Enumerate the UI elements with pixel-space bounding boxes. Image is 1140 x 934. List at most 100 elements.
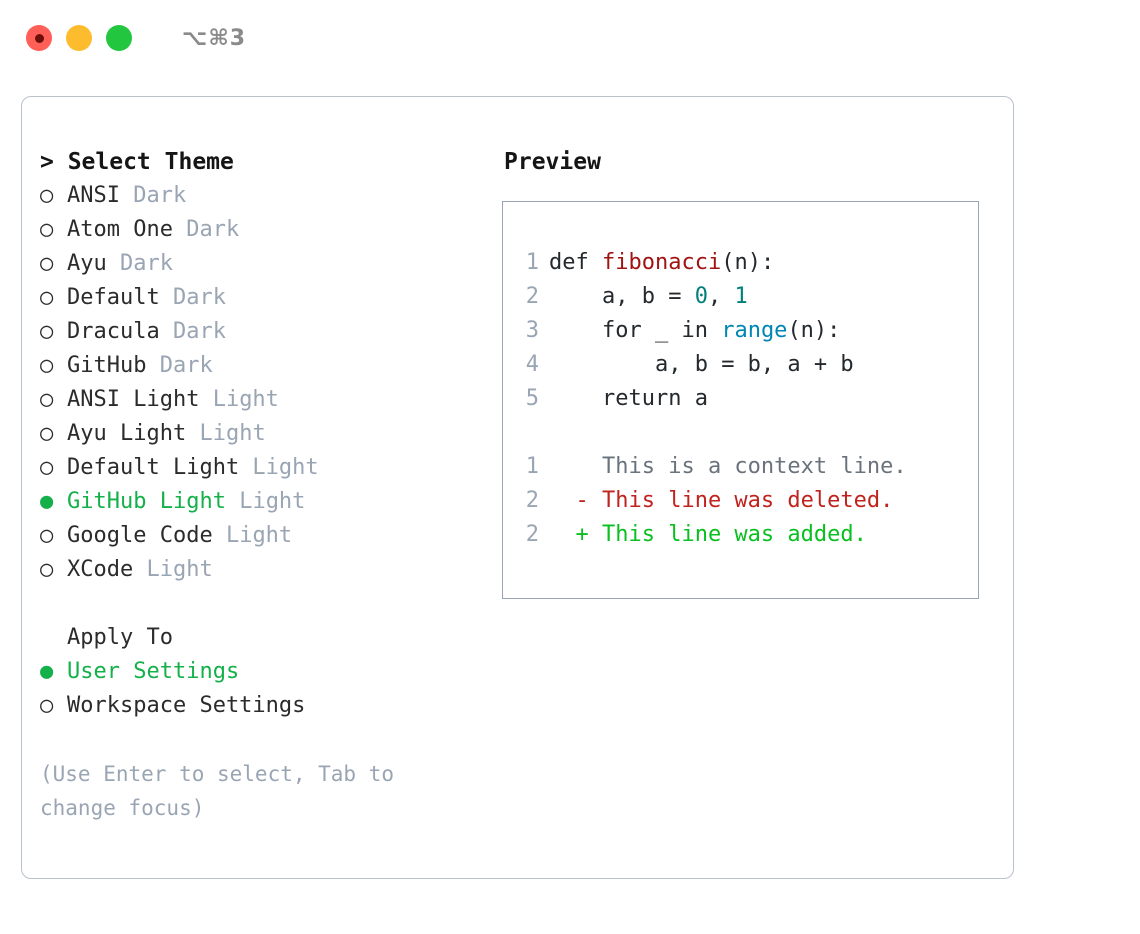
theme-option-row[interactable]: ○ ANSI Dark: [40, 179, 502, 213]
theme-variant-badge: Light: [186, 421, 266, 446]
code-token: a, b = b, a + b: [654, 352, 854, 377]
line-number: 2: [525, 488, 539, 513]
theme-option-row[interactable]: ○GitHub Dark: [40, 349, 502, 383]
maximize-window-icon[interactable]: [106, 25, 132, 51]
line-number: 5: [525, 386, 539, 411]
radio-unselected-icon[interactable]: ○: [40, 693, 54, 718]
theme-variant-badge: Dark: [106, 251, 173, 276]
radio-unselected-icon[interactable]: ○: [40, 217, 54, 242]
theme-option-label: Dracula: [67, 319, 160, 344]
keyboard-hint-text: (Use Enter to select, Tab to change focu…: [40, 762, 395, 820]
line-number: 1: [525, 454, 539, 479]
code-token: (n):: [787, 318, 841, 343]
theme-option-label: Default Light: [67, 455, 240, 480]
theme-variant-badge: Light: [239, 455, 319, 480]
diff-sign: +: [549, 522, 602, 547]
code-line: 5 return a: [503, 382, 978, 416]
theme-option-row[interactable]: ○ Dracula Dark: [40, 315, 502, 349]
theme-variant-badge: Dark: [159, 319, 226, 344]
diff-text: This is a context line.: [601, 454, 907, 479]
theme-variant-badge: Dark: [146, 353, 213, 378]
radio-unselected-icon[interactable]: ○: [40, 183, 54, 208]
theme-variant-badge: Dark: [119, 183, 187, 208]
minimize-window-icon[interactable]: [66, 25, 92, 51]
code-token: 1: [734, 284, 748, 309]
theme-option-row[interactable]: ● GitHub Light Light: [40, 485, 502, 519]
line-number: 2: [525, 522, 539, 547]
line-number: 1: [525, 250, 539, 275]
theme-option-label: ANSI Light: [67, 387, 200, 412]
code-token: return a: [601, 386, 708, 411]
line-number: 2: [525, 284, 539, 309]
theme-variant-badge: Dark: [159, 285, 226, 310]
diff-sign: -: [549, 488, 602, 513]
radio-selected-icon[interactable]: ●: [40, 489, 54, 514]
theme-variant-badge: Light: [225, 489, 306, 514]
code-indent: [549, 352, 655, 377]
traffic-lights: [26, 25, 132, 51]
theme-option-label: XCode: [67, 557, 134, 582]
apply-to-option-label: Workspace Settings: [67, 693, 306, 718]
radio-unselected-icon[interactable]: ○: [40, 353, 54, 378]
theme-option-list[interactable]: ○ ANSI Dark ○ Atom One Dark ○ Ayu Dark ○ Defaul…: [40, 179, 502, 587]
code-token: (n):: [721, 250, 775, 275]
code-indent: [549, 284, 602, 309]
diff-text: This line was deleted.: [601, 488, 894, 513]
code-token: for _ in: [601, 318, 722, 343]
select-theme-heading: > Select Theme: [40, 149, 234, 175]
radio-unselected-icon[interactable]: ○: [40, 523, 54, 548]
apply-to-option-label: User Settings: [67, 659, 240, 684]
radio-unselected-icon[interactable]: ○: [40, 387, 54, 412]
code-indent: [549, 318, 602, 343]
theme-variant-badge: Dark: [172, 217, 240, 242]
theme-option-label: Ayu: [67, 251, 107, 276]
diff-text: This line was added.: [601, 522, 867, 547]
line-number: 4: [525, 352, 539, 377]
radio-unselected-icon[interactable]: ○: [40, 319, 54, 344]
theme-variant-badge: Light: [133, 557, 213, 582]
radio-unselected-icon[interactable]: ○: [40, 285, 54, 310]
code-token: ,: [707, 284, 735, 309]
theme-option-row[interactable]: ○ ANSI Light Light: [40, 383, 502, 417]
theme-option-row[interactable]: ○ Default Dark: [40, 281, 502, 315]
code-token: fibonacci: [601, 250, 722, 275]
theme-option-row[interactable]: ○ XCode Light: [40, 553, 502, 587]
radio-unselected-icon[interactable]: ○: [40, 557, 54, 582]
code-line: 2 a, b = 0, 1: [503, 280, 978, 314]
theme-option-label: Ayu Light: [67, 421, 187, 446]
theme-variant-badge: Light: [212, 523, 293, 548]
close-window-icon[interactable]: [26, 25, 52, 51]
radio-unselected-icon[interactable]: ○: [40, 455, 54, 480]
radio-selected-icon[interactable]: ●: [40, 659, 54, 684]
theme-option-row[interactable]: ○ Atom One Dark: [40, 213, 502, 247]
theme-option-label: Atom One: [67, 217, 173, 242]
theme-variant-badge: Light: [199, 387, 279, 412]
theme-option-row[interactable]: ○ Ayu Light Light: [40, 417, 502, 451]
code-token: def: [549, 250, 602, 275]
apply-to-option-row[interactable]: ● User Settings: [40, 655, 502, 689]
theme-option-row[interactable]: ○ Google Code Light: [40, 519, 502, 553]
theme-option-row[interactable]: ○ Ayu Dark: [40, 247, 502, 281]
theme-option-label: GitHub Light: [67, 489, 226, 514]
theme-option-label: ANSI: [67, 183, 120, 208]
diff-line: 1 This is a context line.: [503, 450, 978, 484]
apply-to-option-row[interactable]: ○ Workspace Settings: [40, 689, 502, 723]
code-indent: [549, 386, 602, 411]
theme-list-column: > Select Theme ○ANSI Dark○Atom One Dark○…: [40, 145, 502, 825]
preview-heading: Preview: [504, 149, 601, 175]
diff-sign: [549, 454, 602, 479]
diff-sample: 1 This is a context line.2 - This line w…: [503, 450, 978, 552]
code-token: a, b =: [601, 284, 695, 309]
theme-option-label: Google Code: [67, 523, 213, 548]
code-token: 0: [694, 284, 708, 309]
radio-unselected-icon[interactable]: ○: [40, 421, 54, 446]
theme-option-row[interactable]: ○ Default Light Light: [40, 451, 502, 485]
code-token: range: [721, 318, 788, 343]
theme-option-label: Default: [67, 285, 160, 310]
apply-to-option-list[interactable]: ● User Settings ○ Workspace Settings: [40, 655, 502, 723]
diff-line: 2 - This line was deleted.: [503, 484, 978, 518]
radio-unselected-icon[interactable]: ○: [40, 251, 54, 276]
